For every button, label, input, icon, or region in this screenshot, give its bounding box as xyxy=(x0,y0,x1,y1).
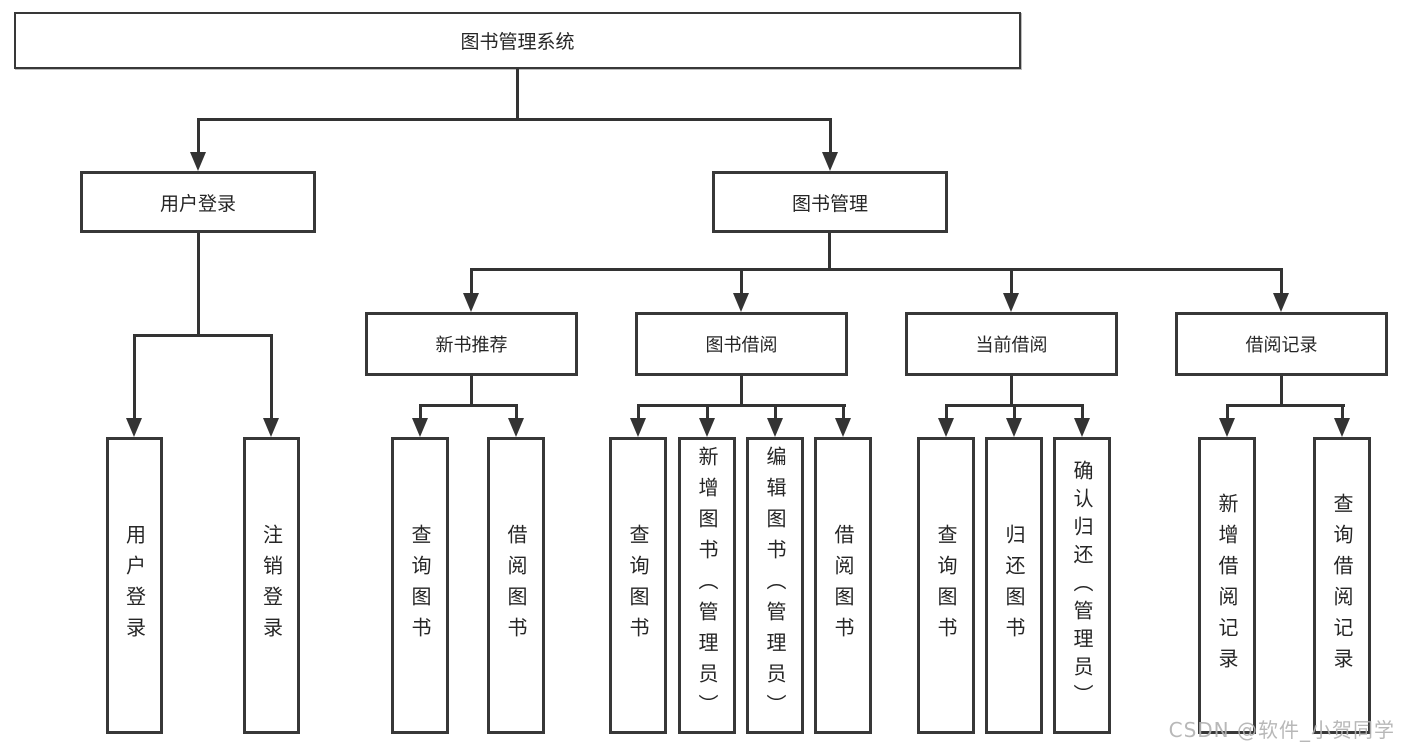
connector-line xyxy=(1226,404,1345,407)
connector-line xyxy=(197,118,831,121)
leaf-newbook-borrow-books: 借阅图书 xyxy=(487,437,545,734)
leaf-newbook-borrow-books-label: 借阅图书 xyxy=(504,523,528,648)
connector-line xyxy=(470,268,473,296)
arrowhead-icon xyxy=(263,418,279,437)
leaf-query-borrow-record: 查询借阅记录 xyxy=(1313,437,1371,734)
arrowhead-icon xyxy=(938,418,954,437)
leaf-confirm-return-admin: 确认归还（管理员） xyxy=(1053,437,1111,734)
leaf-current-query-books: 查询图书 xyxy=(917,437,975,734)
leaf-edit-book-admin: 编辑图书（管理员） xyxy=(746,437,804,734)
arrowhead-icon xyxy=(1074,418,1090,437)
arrowhead-icon xyxy=(1006,418,1022,437)
node-root-label: 图书管理系统 xyxy=(460,31,575,53)
arrowhead-icon xyxy=(1273,293,1289,312)
csdn-watermark: CSDN @软件_小贺同学 xyxy=(1168,718,1395,742)
arrowhead-icon xyxy=(1003,293,1019,312)
leaf-borrow-books: 借阅图书 xyxy=(814,437,872,734)
connector-line xyxy=(637,404,846,407)
leaf-current-query-books-label: 查询图书 xyxy=(934,523,958,648)
arrowhead-icon xyxy=(463,293,479,312)
connector-line xyxy=(1280,268,1283,296)
arrowhead-icon xyxy=(190,152,206,171)
leaf-newbook-query-books: 查询图书 xyxy=(391,437,449,734)
leaf-add-book-admin-label: 新增图书（管理员） xyxy=(695,446,719,725)
leaf-add-borrow-record: 新增借阅记录 xyxy=(1198,437,1256,734)
arrowhead-icon xyxy=(733,293,749,312)
connector-line xyxy=(774,404,777,422)
connector-line xyxy=(1010,268,1013,296)
connector-line xyxy=(133,334,273,337)
node-borrow-record: 借阅记录 xyxy=(1175,312,1388,376)
arrowhead-icon xyxy=(822,152,838,171)
arrowhead-icon xyxy=(699,418,715,437)
arrowhead-icon xyxy=(412,418,428,437)
connector-line xyxy=(197,233,200,337)
arrowhead-icon xyxy=(767,418,783,437)
leaf-logout: 注销登录 xyxy=(243,437,300,734)
connector-line xyxy=(637,404,640,422)
connector-line xyxy=(740,268,743,296)
node-book-management: 图书管理 xyxy=(712,171,948,233)
connector-line xyxy=(706,404,709,422)
connector-line xyxy=(197,118,200,154)
leaf-user-login: 用户登录 xyxy=(106,437,163,734)
leaf-return-books: 归还图书 xyxy=(985,437,1043,734)
connector-line xyxy=(829,118,832,154)
connector-line xyxy=(270,334,273,420)
arrowhead-icon xyxy=(1334,418,1350,437)
node-borrow-record-label: 借阅记录 xyxy=(1245,335,1318,356)
connector-line xyxy=(419,404,422,422)
node-book-management-label: 图书管理 xyxy=(791,192,868,215)
arrowhead-icon xyxy=(630,418,646,437)
node-book-borrow-label: 图书借阅 xyxy=(705,335,778,356)
leaf-borrow-query-books-label: 查询图书 xyxy=(626,523,650,648)
connector-line xyxy=(828,233,831,271)
connector-line xyxy=(470,376,473,407)
arrowhead-icon xyxy=(835,418,851,437)
node-new-book-label: 新书推荐 xyxy=(435,335,508,356)
leaf-query-borrow-record-label: 查询借阅记录 xyxy=(1330,492,1354,679)
leaf-borrow-query-books: 查询图书 xyxy=(609,437,667,734)
node-user-login: 用户登录 xyxy=(80,171,316,233)
leaf-return-books-label: 归还图书 xyxy=(1002,523,1026,648)
connector-line xyxy=(1226,404,1229,422)
connector-line xyxy=(842,404,845,422)
leaf-logout-label: 注销登录 xyxy=(259,523,284,648)
arrowhead-icon xyxy=(508,418,524,437)
leaf-add-book-admin: 新增图书（管理员） xyxy=(678,437,736,734)
connector-line xyxy=(515,404,518,422)
node-root-system: 图书管理系统 xyxy=(14,12,1021,69)
leaf-edit-book-admin-label: 编辑图书（管理员） xyxy=(763,446,787,725)
arrowhead-icon xyxy=(1219,418,1235,437)
leaf-newbook-query-books-label: 查询图书 xyxy=(408,523,432,648)
connector-line xyxy=(1013,404,1016,422)
node-current-borrow: 当前借阅 xyxy=(905,312,1118,376)
connector-line xyxy=(1280,376,1283,407)
node-book-borrow: 图书借阅 xyxy=(635,312,848,376)
node-current-borrow-label: 当前借阅 xyxy=(975,335,1048,356)
leaf-add-borrow-record-label: 新增借阅记录 xyxy=(1215,492,1239,679)
arrowhead-icon xyxy=(126,418,142,437)
connector-line xyxy=(470,268,1283,271)
leaf-borrow-books-label: 借阅图书 xyxy=(831,523,855,648)
connector-line xyxy=(516,69,519,121)
node-new-book-recommend: 新书推荐 xyxy=(365,312,578,376)
leaf-user-login-label: 用户登录 xyxy=(122,523,147,648)
connector-line xyxy=(1010,376,1013,407)
connector-line xyxy=(1081,404,1084,422)
connector-line xyxy=(133,334,136,420)
node-user-login-label: 用户登录 xyxy=(159,192,236,215)
connector-line xyxy=(945,404,948,422)
connector-line xyxy=(740,376,743,407)
connector-line xyxy=(419,404,518,407)
connector-line xyxy=(1341,404,1344,422)
leaf-confirm-return-admin-label: 确认归还（管理员） xyxy=(1070,459,1094,712)
